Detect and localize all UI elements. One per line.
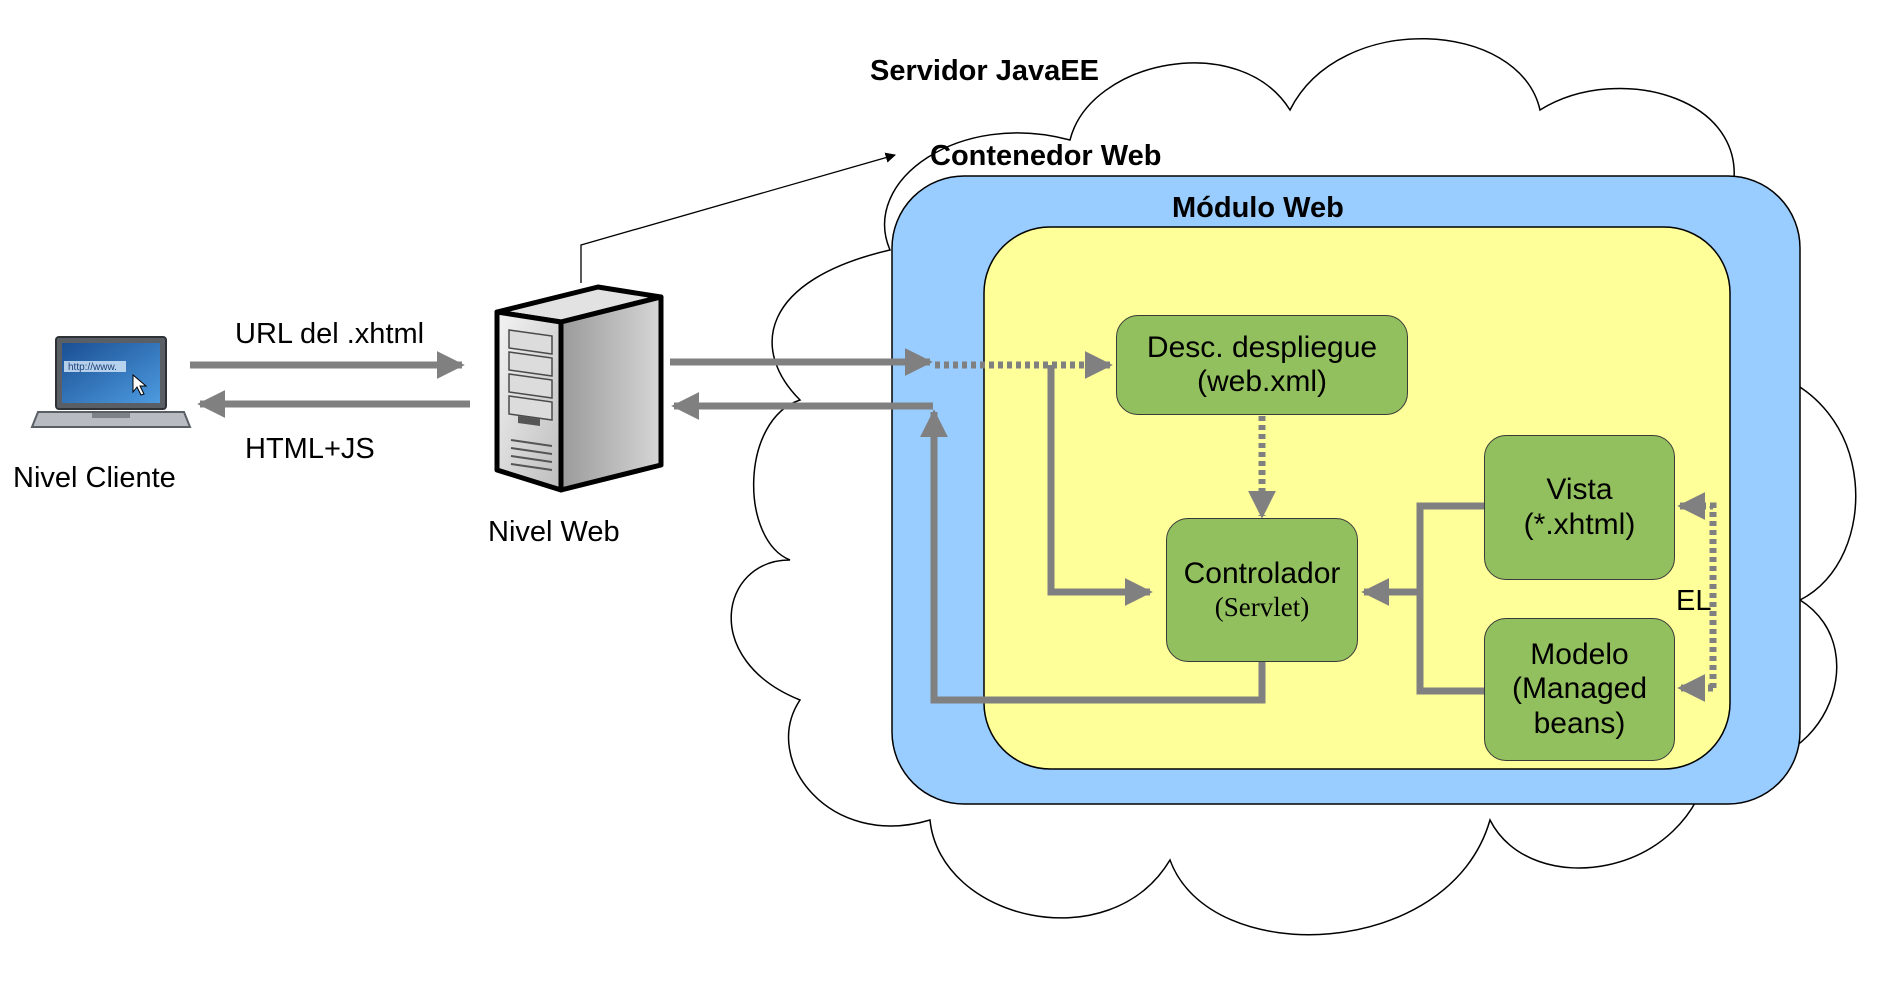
request-to-controller-arrow [1047,365,1153,606]
nivel-cliente-label: Nivel Cliente [13,462,176,494]
modelo-box: Modelo (Managed beans) [1484,618,1675,761]
el-label: EL [1676,585,1712,617]
server-to-container-line [580,152,896,283]
servidor-javaee-label: Servidor JavaEE [870,55,1099,87]
laptop-icon [30,336,192,428]
controlador-title: Controlador [1183,557,1341,591]
controlador-subtitle: (Servlet) [1214,591,1310,622]
html-js-label: HTML+JS [245,433,375,465]
vista-box: Vista (*.xhtml) [1484,435,1675,580]
descriptor-box: Desc. despliegue (web.xml) [1116,315,1408,415]
controller-response-arrow [920,409,1266,704]
modelo-title: Modelo [1530,637,1629,671]
nivel-web-label: Nivel Web [488,516,620,548]
laptop-screen-text: http://www. [68,362,117,373]
modelo-subtitle-1: (Managed [1511,672,1648,706]
vista-title: Vista [1546,473,1613,506]
descriptor-subtitle: (web.xml) [1196,365,1327,398]
controlador-box: Controlador (Servlet) [1166,518,1358,662]
descriptor-title: Desc. despliegue [1146,330,1378,364]
contenedor-web-label: Contenedor Web [930,140,1162,172]
url-request-label: URL del .xhtml [235,318,425,350]
server-tower-icon [494,284,664,493]
modelo-subtitle-2: beans) [1533,706,1626,740]
vista-subtitle: (*.xhtml) [1523,507,1636,541]
vista-modelo-bracket [1416,502,1484,695]
modulo-web-label: Módulo Web [1172,192,1344,224]
